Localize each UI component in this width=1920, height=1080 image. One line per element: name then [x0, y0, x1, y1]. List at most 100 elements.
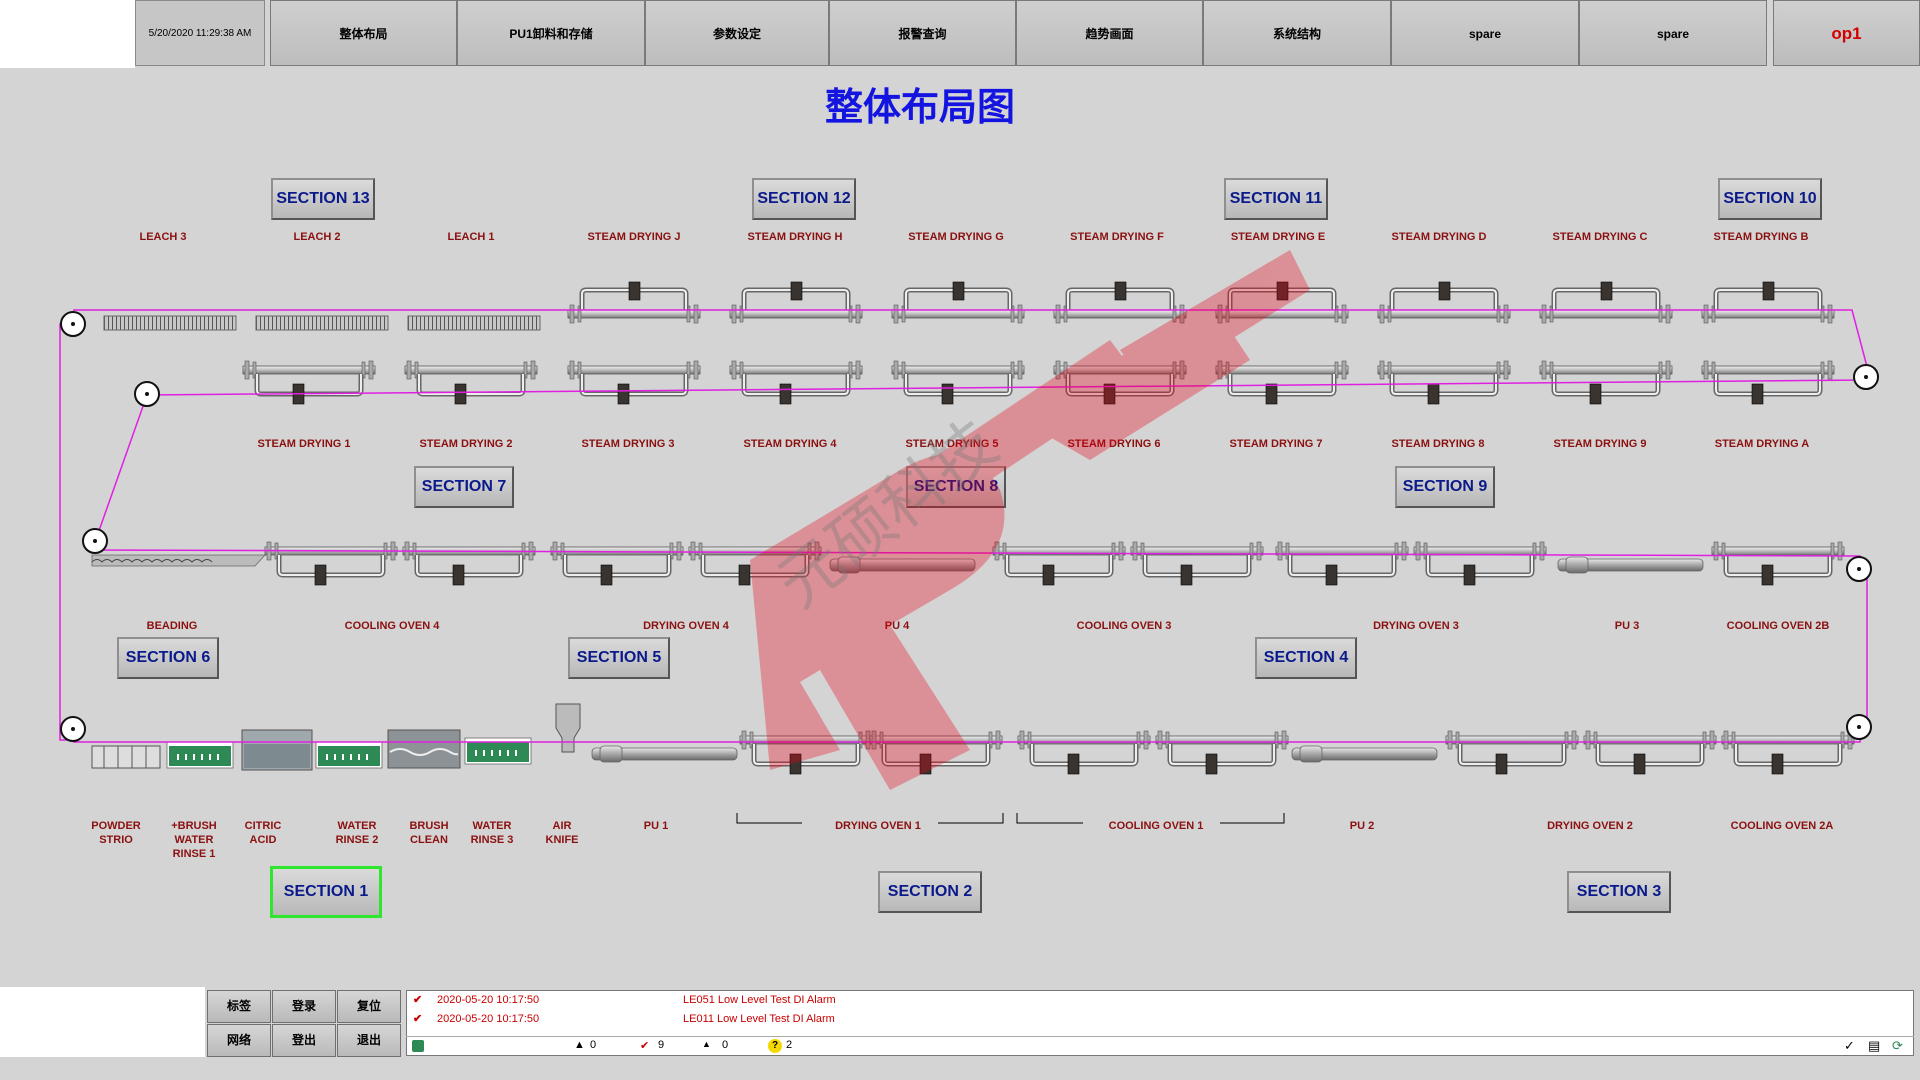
label-drying-oven-3: DRYING OVEN 3	[1373, 620, 1459, 632]
leach-1-unit	[407, 315, 541, 331]
section-6-button[interactable]: SECTION 6	[117, 637, 219, 679]
label-cooling-oven-4: COOLING OVEN 4	[344, 620, 440, 632]
label-powder-strio: POWDER STRIO	[91, 820, 141, 846]
label-cooling-oven-1: COOLING OVEN 1	[1108, 820, 1204, 832]
conveyor-path	[59, 309, 1871, 743]
section-13-button[interactable]: SECTION 13	[271, 178, 375, 220]
nav-overall-layout-button[interactable]: 整体布局	[270, 0, 457, 66]
alarm-row[interactable]: ✔ 2020-05-20 10:17:50 LE051 Low Level Te…	[407, 991, 1907, 1010]
page-title: 整体布局图	[824, 85, 1015, 129]
refresh-icon[interactable]: ⟳	[1892, 1038, 1903, 1053]
alarm-time: 2020-05-20 10:17:50	[437, 994, 540, 1006]
alarm-banner[interactable]: ✔ 2020-05-20 10:17:50 LE051 Low Level Te…	[406, 990, 1914, 1056]
label-leach-2: LEACH 2	[293, 231, 341, 243]
label-pu-3: PU 3	[1614, 620, 1640, 632]
question-icon: ?	[768, 1039, 782, 1053]
section-1-button[interactable]: SECTION 1	[270, 866, 382, 918]
label-steam-drying-e: STEAM DRYING E	[1230, 231, 1326, 243]
roller-left-inner	[134, 381, 160, 407]
section-12-button[interactable]: SECTION 12	[752, 178, 856, 220]
label-steam-drying-d: STEAM DRYING D	[1391, 231, 1487, 243]
label-cooling-oven-3: COOLING OVEN 3	[1076, 620, 1172, 632]
label-steam-drying-2: STEAM DRYING 2	[419, 438, 513, 450]
section-5-button[interactable]: SECTION 5	[568, 637, 670, 679]
roller-right-mid	[1846, 556, 1872, 582]
tag-button[interactable]: 标签	[207, 990, 271, 1023]
alarm-check-icon: ✔	[413, 1013, 423, 1025]
label-brush-clean: BRUSH CLEAN	[409, 820, 449, 846]
status-flag-icon	[412, 1040, 424, 1052]
label-steam-drying-6: STEAM DRYING 6	[1067, 438, 1161, 450]
section-11-button[interactable]: SECTION 11	[1224, 178, 1328, 220]
nav-system-structure-button[interactable]: 系统结构	[1203, 0, 1391, 66]
label-steam-drying-9: STEAM DRYING 9	[1553, 438, 1647, 450]
label-beading: BEADING	[146, 620, 198, 632]
nav-pu1-unload-button[interactable]: PU1卸料和存储	[457, 0, 645, 66]
alarm-check-icon: ✔	[413, 994, 423, 1006]
count-d: 2	[786, 1039, 793, 1051]
roller-left-bottom	[60, 716, 86, 742]
user-indicator[interactable]: op1	[1773, 0, 1920, 66]
label-pu-1: PU 1	[643, 820, 669, 832]
label-steam-drying-c: STEAM DRYING C	[1552, 231, 1648, 243]
label-brush-water-rinse-1: +BRUSH WATER RINSE 1	[171, 820, 217, 860]
label-steam-drying-5: STEAM DRYING 5	[905, 438, 999, 450]
roller-left-top	[60, 311, 86, 337]
page-icon[interactable]: ▤	[1868, 1038, 1881, 1053]
acknowledge-icon[interactable]: ✓	[1844, 1038, 1855, 1053]
label-leach-1: LEACH 1	[447, 231, 495, 243]
section-7-button[interactable]: SECTION 7	[414, 466, 514, 508]
nav-alarm-query-button[interactable]: 报警查询	[829, 0, 1016, 66]
label-steam-drying-8: STEAM DRYING 8	[1391, 438, 1485, 450]
alarm-message: LE011 Low Level Test DI Alarm	[683, 1013, 835, 1025]
label-steam-drying-3: STEAM DRYING 3	[581, 438, 675, 450]
label-drying-oven-2: DRYING OVEN 2	[1547, 820, 1633, 832]
nav-spare-button-2[interactable]: spare	[1579, 0, 1767, 66]
section-8-button[interactable]: SECTION 8	[906, 466, 1006, 508]
nav-trend-button[interactable]: 趋势画面	[1016, 0, 1203, 66]
leach-3-unit	[103, 315, 237, 331]
label-pu-4: PU 4	[884, 620, 910, 632]
reset-button[interactable]: 复位	[337, 990, 401, 1023]
label-drying-oven-1: DRYING OVEN 1	[835, 820, 921, 832]
person-icon: ▲	[702, 1039, 711, 1049]
datetime-display: 5/20/2020 11:29:38 AM	[135, 0, 265, 66]
section-10-button[interactable]: SECTION 10	[1718, 178, 1822, 220]
roller-left-mid	[82, 528, 108, 554]
label-pu-2: PU 2	[1349, 820, 1375, 832]
section-9-button[interactable]: SECTION 9	[1395, 466, 1495, 508]
label-leach-3: LEACH 3	[139, 231, 187, 243]
section-4-button[interactable]: SECTION 4	[1255, 637, 1357, 679]
air-knife-unit	[555, 703, 581, 753]
network-button[interactable]: 网络	[207, 1024, 271, 1057]
leach-2-unit	[255, 315, 389, 331]
label-cooling-oven-2a: COOLING OVEN 2A	[1730, 820, 1834, 832]
ack-icon: ✔	[640, 1040, 650, 1052]
label-steam-drying-4: STEAM DRYING 4	[743, 438, 837, 450]
login-button[interactable]: 登录	[272, 990, 336, 1023]
label-air-knife: AIR KNIFE	[545, 820, 579, 846]
roller-right-top	[1853, 364, 1879, 390]
exit-button[interactable]: 退出	[337, 1024, 401, 1057]
section-2-button[interactable]: SECTION 2	[878, 871, 982, 913]
count-a: 0	[590, 1039, 597, 1051]
count-c: 0	[722, 1039, 729, 1051]
nav-parameters-button[interactable]: 参数设定	[645, 0, 829, 66]
nav-spare-button-1[interactable]: spare	[1391, 0, 1579, 66]
label-water-rinse-2: WATER RINSE 2	[335, 820, 379, 846]
label-water-rinse-3: WATER RINSE 3	[470, 820, 514, 846]
alarm-time: 2020-05-20 10:17:50	[437, 1013, 540, 1025]
label-steam-drying-h: STEAM DRYING H	[747, 231, 843, 243]
label-citric-acid: CITRIC ACID	[244, 820, 282, 846]
label-steam-drying-1: STEAM DRYING 1	[257, 438, 351, 450]
bell-icon: ▲	[574, 1039, 585, 1051]
section-3-button[interactable]: SECTION 3	[1567, 871, 1671, 913]
logout-button[interactable]: 登出	[272, 1024, 336, 1057]
alarm-row[interactable]: ✔ 2020-05-20 10:17:50 LE011 Low Level Te…	[407, 1010, 1907, 1029]
label-steam-drying-g: STEAM DRYING G	[908, 231, 1004, 243]
roller-right-bottom	[1846, 714, 1872, 740]
footer-strip	[0, 1060, 1920, 1080]
label-cooling-oven-2b: COOLING OVEN 2B	[1726, 620, 1830, 632]
count-b: 9	[658, 1039, 665, 1051]
